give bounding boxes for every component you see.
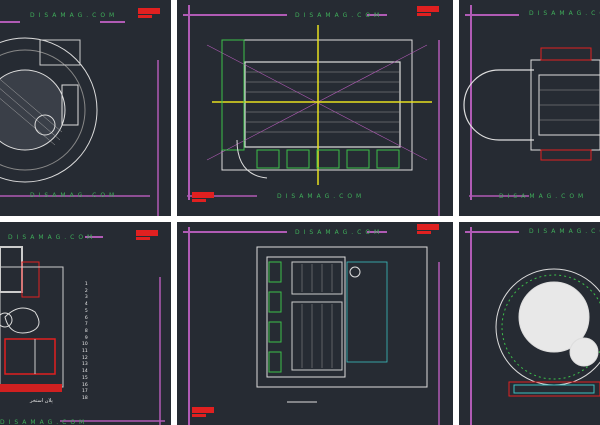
cad-drawing (0, 21, 159, 216)
cad-drawing (0, 236, 165, 425)
cad-drawing (463, 5, 600, 200)
legend-item: 14 (82, 369, 88, 375)
panel-circular-pool-plan: DISAMAG.COM (459, 222, 600, 425)
legend-item: 8 (84, 328, 88, 334)
panel-pool-hall-plan: DISAMAG.COM (177, 222, 453, 425)
legend-item: 2 (84, 288, 88, 294)
watermark: DISAMAG.COM (529, 10, 600, 17)
legend-item: 7 (84, 322, 88, 328)
watermark: DISAMAG.COM (499, 193, 588, 200)
logo (417, 224, 439, 238)
legend-item: 9 (84, 335, 88, 341)
cad-drawing (183, 5, 440, 216)
watermark: DISAMAG.COM (30, 192, 119, 199)
plan-caption: پلان استخر (30, 398, 53, 404)
legend-item: 5 (84, 308, 88, 314)
watermark: DISAMAG.COM (295, 229, 384, 236)
legend-item: 13 (82, 362, 88, 368)
legend-item: 16 (82, 382, 88, 388)
legend-item: 1 (84, 282, 88, 287)
watermark: DISAMAG.COM (8, 234, 97, 241)
logo (192, 192, 214, 206)
panel-circular-building-plan: DISAMAG.COM DISAMAG.COM (0, 0, 171, 216)
legend-item: 12 (82, 355, 88, 361)
watermark: DISAMAG.COM (277, 193, 366, 200)
legend-list: 1 2 3 4 5 6 7 8 9 10 11 12 13 14 15 16 1… (82, 282, 88, 403)
logo (417, 6, 439, 20)
legend-item: 6 (84, 315, 88, 321)
cad-drawing (183, 227, 440, 425)
panel-pool-plan-with-axes: DISAMAG.COM DISAMAG.COM (177, 0, 453, 216)
logo (192, 407, 214, 421)
panel-stadium-pool-plan: DISAMAG.COM DISAMAG.COM (459, 0, 600, 216)
legend-item: 15 (82, 375, 88, 381)
panel-pool-site-plan-legend: DISAMAG.COM DISAMAG.COM 1 2 3 4 5 6 7 8 … (0, 222, 171, 425)
watermark: DISAMAG.COM (529, 228, 600, 235)
watermark: DISAMAG.COM (30, 12, 119, 19)
watermark: DISAMAG.COM (0, 419, 89, 425)
legend-item: 10 (82, 342, 88, 348)
legend-item: 18 (82, 395, 88, 401)
cad-drawing (465, 227, 600, 425)
legend-item: 3 (84, 295, 88, 301)
logo (136, 230, 158, 244)
legend-item: 17 (82, 389, 88, 395)
watermark: DISAMAG.COM (295, 12, 384, 19)
logo (138, 8, 160, 22)
legend-item: 11 (82, 349, 88, 355)
legend-item: 4 (84, 302, 88, 308)
